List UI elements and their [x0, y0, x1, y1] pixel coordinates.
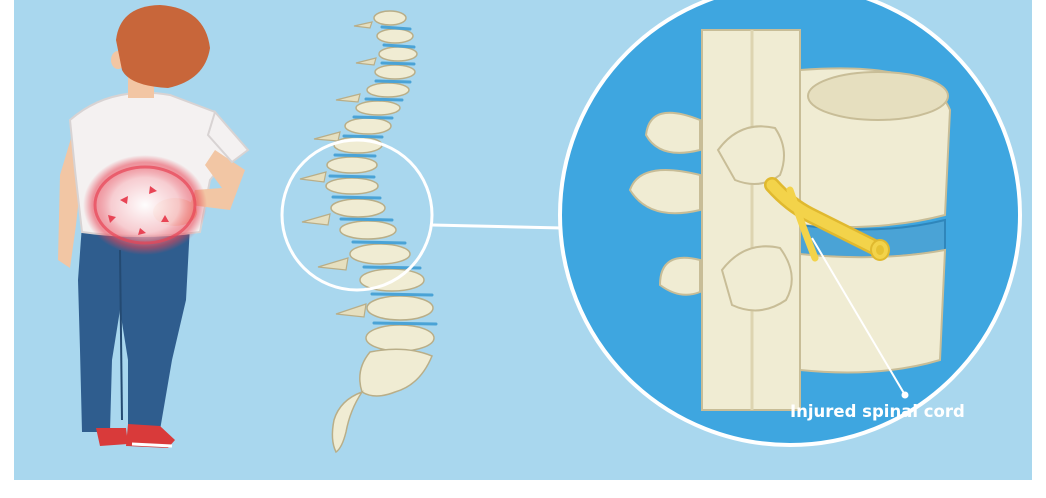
pain-area: [83, 155, 207, 255]
coccyx: [332, 392, 362, 452]
hair: [116, 5, 210, 88]
person-figure: [58, 5, 248, 448]
injured-spinal-cord-label: Injured spinal cord: [790, 402, 965, 421]
sacrum: [360, 349, 432, 396]
jeans: [78, 225, 190, 432]
left-sneaker: [96, 428, 128, 446]
zoom-connector: [432, 225, 562, 228]
magnified-view: [560, 0, 1020, 445]
label-pointer-dot: [902, 392, 909, 399]
spine: [282, 11, 436, 452]
